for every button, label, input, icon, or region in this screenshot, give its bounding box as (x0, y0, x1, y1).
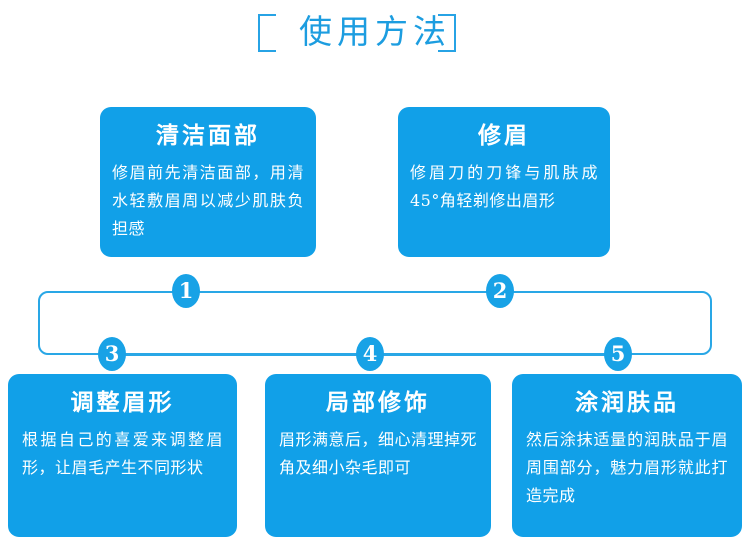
step-badge-4: 4 (356, 337, 384, 371)
step-card-4-body: 眉形满意后，细心清理掉死角及细小杂毛即可 (279, 430, 478, 477)
step-card-4-title: 局部修饰 (326, 389, 430, 416)
step-card-1-title: 清洁面部 (156, 122, 260, 149)
step-card-4: 局部修饰 眉形满意后，细心清理掉死角及细小杂毛即可 (265, 374, 491, 537)
step-badge-3: 3 (98, 337, 126, 371)
step-card-3-body: 根据自己的喜爱来调整眉形，让眉毛产生不同形状 (22, 430, 223, 477)
title-bracket-gap-bottom (276, 48, 438, 54)
step-badge-5: 5 (604, 337, 632, 371)
step-badge-2: 2 (486, 274, 514, 308)
title-bracket-gap-top (276, 11, 438, 17)
step-card-1: 清洁面部 修眉前先清洁面部，用清水轻敷眉周以减少肌肤负担感 (100, 107, 316, 257)
step-card-5-body: 然后涂抹适量的润肤品于眉周围部分，魅力眉形就此打造完成 (526, 430, 728, 505)
step-card-3: 调整眉形 根据自己的喜爱来调整眉形，让眉毛产生不同形状 (8, 374, 237, 537)
title-area: 使用方法 (0, 0, 750, 82)
step-card-2: 修眉 修眉刀的刀锋与肌肤成45°角轻剃修出眉形 (398, 107, 610, 257)
step-card-3-title: 调整眉形 (70, 389, 175, 416)
step-card-2-body: 修眉刀的刀锋与肌肤成45°角轻剃修出眉形 (410, 163, 598, 210)
step-badge-1: 1 (172, 274, 200, 308)
connector-line-top (186, 291, 501, 293)
step-card-2-title: 修眉 (478, 122, 530, 149)
page-title: 使用方法 (299, 12, 451, 51)
step-card-5-title: 涂润肤品 (575, 389, 679, 416)
step-card-5: 涂润肤品 然后涂抹适量的润肤品于眉周围部分，魅力眉形就此打造完成 (512, 374, 742, 537)
step-card-1-body: 修眉前先清洁面部，用清水轻敷眉周以减少肌肤负担感 (112, 163, 304, 238)
